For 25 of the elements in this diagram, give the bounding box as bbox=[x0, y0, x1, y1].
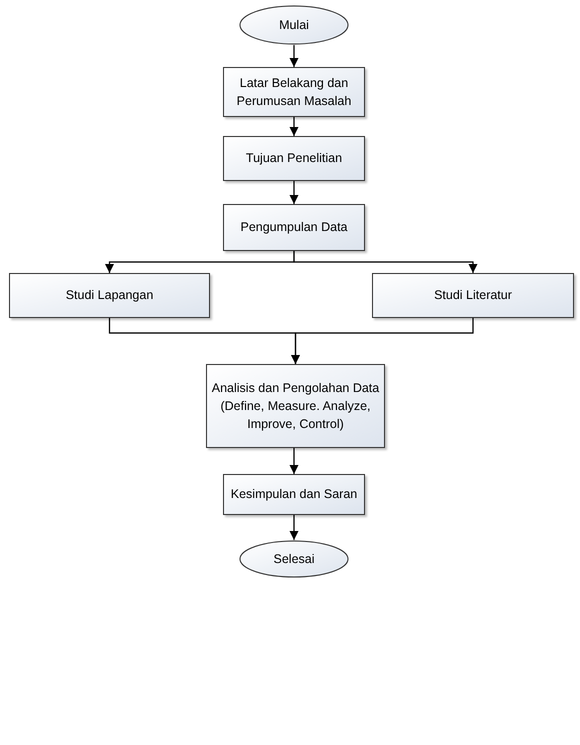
node-label: Analisis dan Pengolahan Data (Define, Measure. Analyze, Improve, Control) bbox=[211, 380, 380, 434]
process-box bbox=[206, 364, 385, 448]
node-label: Studi Lapangan bbox=[66, 287, 154, 304]
process-box bbox=[223, 67, 365, 117]
terminal-ellipse bbox=[239, 5, 349, 45]
node-label: Mulai bbox=[279, 16, 309, 34]
process-box bbox=[223, 204, 365, 251]
arrow bbox=[290, 515, 298, 540]
process-box bbox=[223, 136, 365, 181]
arrow bbox=[291, 318, 474, 364]
arrow bbox=[290, 181, 298, 204]
arrow bbox=[293, 251, 478, 273]
node-label: Latar Belakang dan Perumusan Masalah bbox=[236, 74, 352, 110]
terminal-ellipse bbox=[239, 540, 349, 578]
process-box bbox=[372, 273, 574, 318]
process-box bbox=[223, 474, 365, 515]
node-label: Studi Literatur bbox=[434, 287, 512, 304]
arrow bbox=[290, 117, 298, 136]
node-label: Pengumpulan Data bbox=[240, 219, 348, 236]
node-label: Tujuan Penelitian bbox=[246, 150, 342, 168]
process-box bbox=[9, 273, 210, 318]
node-label: Selesai bbox=[274, 550, 314, 568]
arrow bbox=[290, 45, 298, 67]
node-label: Kesimpulan dan Saran bbox=[230, 486, 358, 504]
arrow bbox=[290, 448, 298, 474]
